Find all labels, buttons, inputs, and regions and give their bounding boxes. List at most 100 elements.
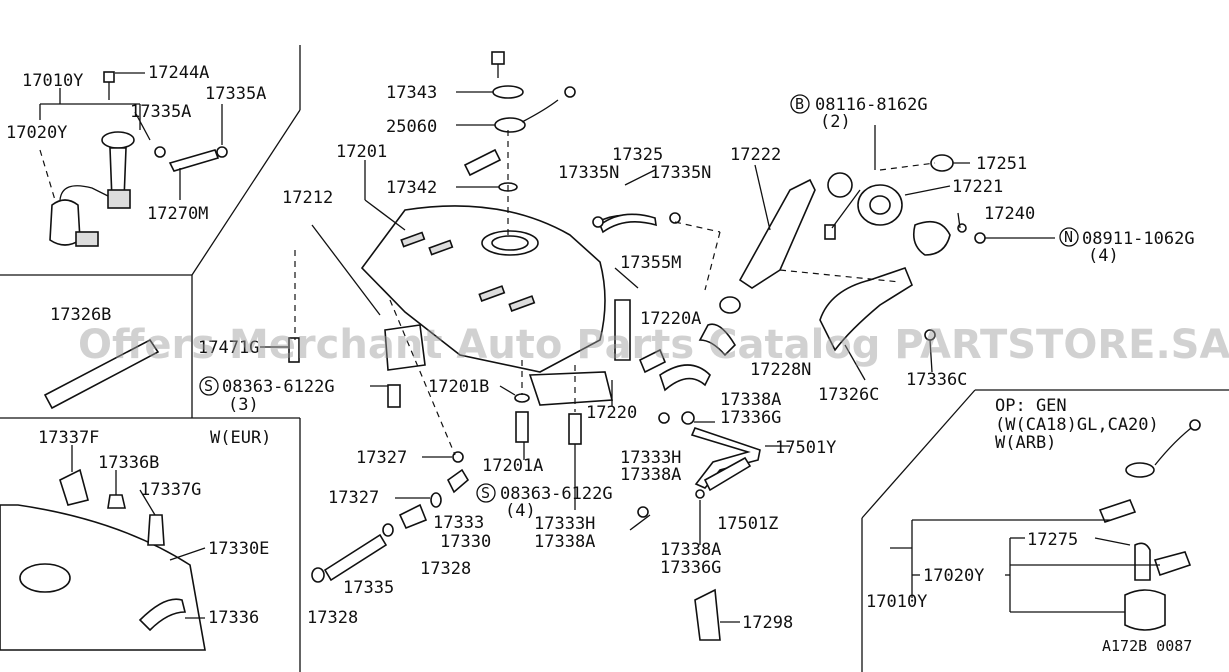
clamp-17333 <box>430 492 442 508</box>
label-17212: 17212 <box>282 188 333 208</box>
eur-box-group <box>0 445 206 651</box>
leader-lines <box>260 91 1055 623</box>
mark-b-1: B <box>795 95 804 113</box>
label-17020Y-b: 17020Y <box>923 566 984 586</box>
label-17336C: 17336C <box>906 370 967 390</box>
bolt-17201A <box>515 411 529 443</box>
clamp-17333H-b <box>637 506 649 518</box>
gasket-17240 <box>912 220 951 256</box>
label-17020Y-a: 17020Y <box>6 123 67 143</box>
hose-piece-17342 <box>463 148 502 177</box>
hose-17228N <box>698 323 737 357</box>
filler-neck-group <box>592 125 986 392</box>
hose-joint <box>659 364 711 392</box>
gauge-unit-25060 <box>494 117 526 133</box>
label-17338A-b: 17338A <box>620 465 681 485</box>
label-17201A: 17201A <box>482 456 543 476</box>
label-17201: 17201 <box>336 142 387 162</box>
label-17337F: 17337F <box>38 428 99 448</box>
label-17333H-a: 17333H <box>620 448 681 468</box>
filler-tube-17222 <box>738 178 816 289</box>
label-17342: 17342 <box>386 178 437 198</box>
label-17336B: 17336B <box>98 453 159 473</box>
clip-17337G <box>147 514 165 546</box>
label-17338A-a: 17338A <box>720 390 781 410</box>
tank-opening-eur <box>19 563 71 593</box>
gauge-unit-group <box>463 51 576 240</box>
label-17338A-d: 17338A <box>660 540 721 560</box>
diagram-code: A172B 0087 <box>1102 637 1192 655</box>
bolt-top <box>491 51 505 65</box>
part-labels: 17010Y 17244A 17335A 17335A 17020Y 17270… <box>6 63 1195 655</box>
mark-s-2: S <box>481 484 490 502</box>
clamp-17333H-a <box>658 412 670 424</box>
label-08363-b: 08363-6122G <box>500 484 613 504</box>
center-lower-parts <box>288 250 582 583</box>
label-box-line2: (W(CA18)GL,CA20) <box>995 415 1159 435</box>
label-17228N: 17228N <box>750 360 811 380</box>
label-17328-b: 17328 <box>307 608 358 628</box>
label-17326B: 17326B <box>50 305 111 325</box>
label-17010Y-b: 17010Y <box>866 592 927 612</box>
label-25060: 25060 <box>386 117 437 137</box>
label-17336G-a: 17336G <box>720 408 781 428</box>
sender-bracket <box>107 189 131 209</box>
label-eur-box-title: W(EUR) <box>210 428 271 448</box>
label-17326C: 17326C <box>818 385 879 405</box>
washer-17343 <box>492 85 524 99</box>
label-17335N-a: 17335N <box>558 163 619 183</box>
mark-n-1: N <box>1064 228 1073 246</box>
tank-bracket-17471G <box>384 324 426 371</box>
label-17325: 17325 <box>612 145 663 165</box>
label-17275: 17275 <box>1027 530 1078 550</box>
pump-17275 <box>1134 542 1151 581</box>
label-box-line1: OP: GEN <box>995 396 1067 416</box>
washer-17201B <box>514 393 530 403</box>
pipe-17501Y <box>690 427 761 489</box>
bolt-08363-a <box>387 384 401 408</box>
mark-s-1: S <box>204 377 213 395</box>
label-17335N-b: 17335N <box>650 163 711 183</box>
label-17343: 17343 <box>386 83 437 103</box>
pump-clip <box>75 231 99 247</box>
label-08363-a-qty: (3) <box>228 395 259 415</box>
label-17327-a: 17327 <box>356 448 407 468</box>
circled-marks: S S B N <box>199 94 1079 503</box>
hose-17335 <box>323 533 388 582</box>
label-17337G: 17337G <box>140 480 201 500</box>
bolt-17244A <box>103 71 115 83</box>
frame-lines <box>0 45 1229 672</box>
label-17220: 17220 <box>586 403 637 423</box>
label-17336: 17336 <box>208 608 259 628</box>
hose-17270M <box>168 149 220 172</box>
pump-tube-right <box>1098 499 1137 523</box>
label-17240: 17240 <box>984 204 1035 224</box>
tank-sender-opening-inner <box>491 235 529 251</box>
protector-17326C <box>819 266 913 352</box>
label-17501Z: 17501Z <box>717 514 778 534</box>
label-17270M: 17270M <box>147 204 208 224</box>
cap-17251 <box>930 154 954 172</box>
tank-strap-17220 <box>528 371 614 406</box>
nut-08911 <box>974 232 986 244</box>
clamp-17335A-a <box>154 146 166 158</box>
label-17335A-b: 17335A <box>130 102 191 122</box>
label-17221: 17221 <box>952 177 1003 197</box>
clip-17327-b <box>446 468 470 494</box>
label-17251: 17251 <box>976 154 1027 174</box>
pump-strainer-right <box>1124 589 1166 631</box>
label-17298: 17298 <box>742 613 793 633</box>
label-17335: 17335 <box>343 578 394 598</box>
filler-hose-17355M <box>614 299 631 361</box>
label-08911: 08911-1062G <box>1082 229 1195 249</box>
label-17333H-b: 17333H <box>534 514 595 534</box>
label-17244A: 17244A <box>148 63 209 83</box>
label-17355M: 17355M <box>620 253 681 273</box>
fuel-tank <box>360 205 606 373</box>
label-17335A-a: 17335A <box>205 84 266 104</box>
label-17220A: 17220A <box>640 309 701 329</box>
clamp-17335A-b <box>216 146 228 158</box>
pump-box-group <box>890 419 1201 631</box>
hose-17336 <box>138 598 187 632</box>
